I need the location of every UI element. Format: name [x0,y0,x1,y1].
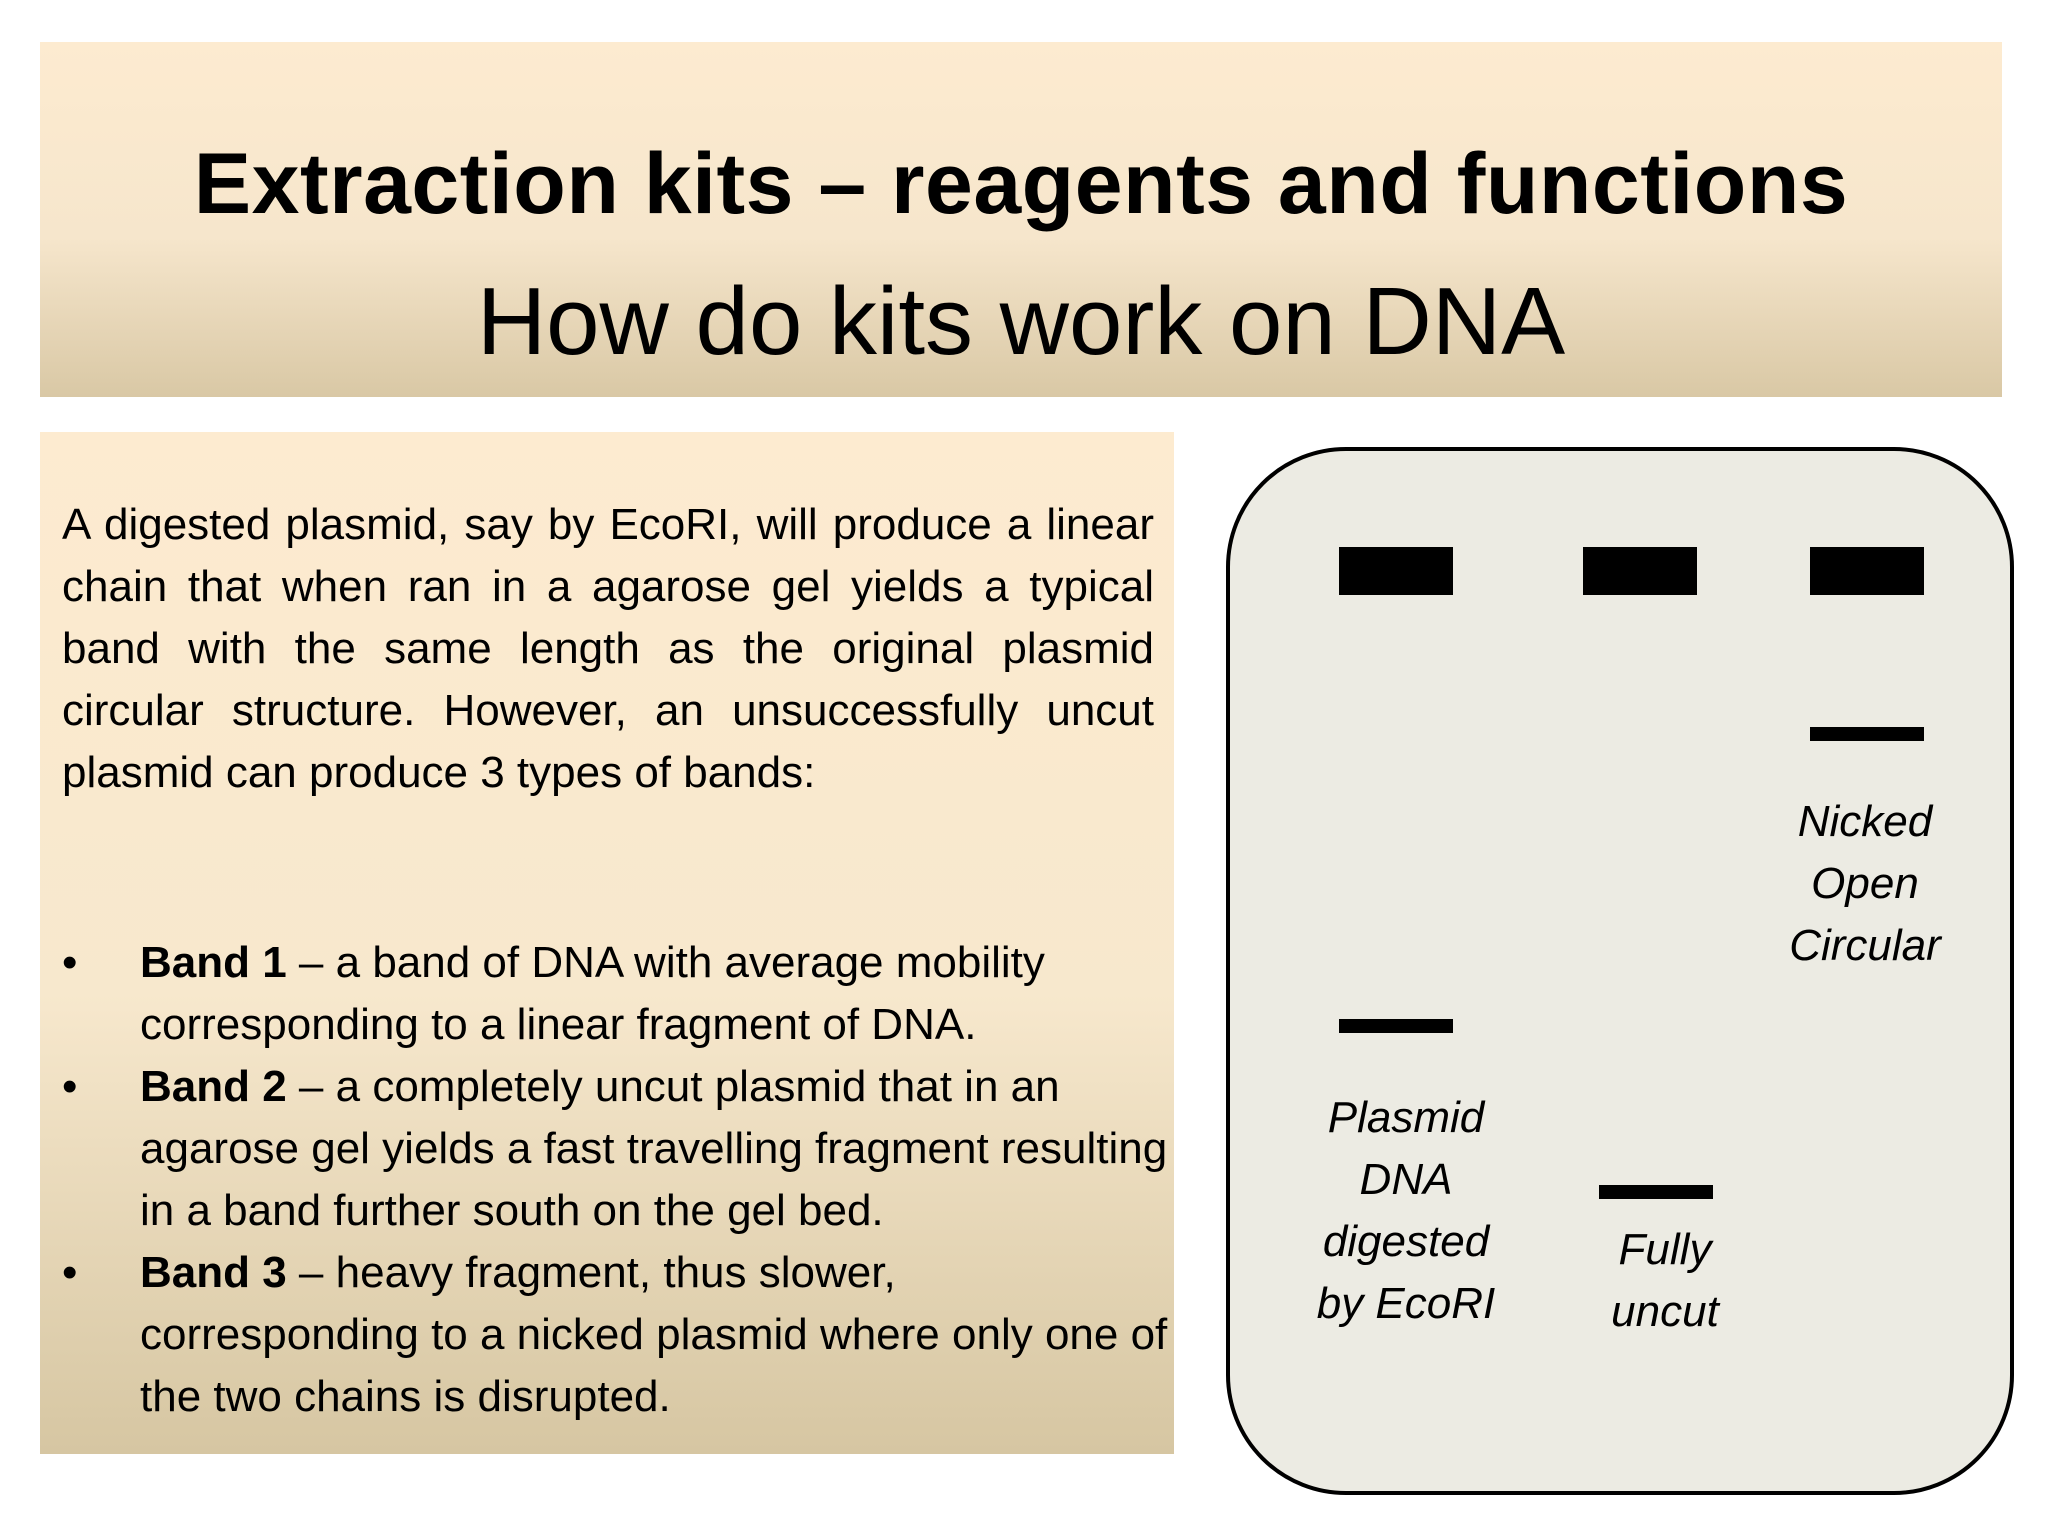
band-digested-linear [1339,1019,1453,1033]
bullet-icon: • [62,1248,78,1297]
label-fully-uncut: Fully uncut [1611,1225,1719,1336]
band-description: – heavy fragment, thus slower, correspon… [140,1248,1168,1421]
intro-paragraph: A digested plasmid, say by EcoRI, will p… [62,500,1154,797]
bullet-icon: • [62,1062,78,1111]
band-list: • Band 1 – a band of DNA with average mo… [62,932,1172,1428]
list-item: • Band 3 – heavy fragment, thus slower, … [62,1242,1172,1428]
list-item: • Band 1 – a band of DNA with average mo… [62,932,1172,1056]
text-panel: A digested plasmid, say by EcoRI, will p… [40,432,1174,1454]
band-fully-uncut [1599,1185,1713,1199]
band-nicked-open-circular [1810,727,1924,741]
band-term: Band 1 [140,938,287,987]
gel-diagram: Nicked Open Circular Plasmid DNA digeste… [1226,447,2014,1495]
band-term: Band 2 [140,1062,287,1111]
band-description: – a band of DNA with average mobility co… [140,938,1045,1049]
well-lane-2 [1583,547,1697,595]
slide-title: Extraction kits – reagents and functions [193,136,1849,232]
well-lane-3 [1810,547,1924,595]
label-nicked-open-circular: Nicked Open Circular [1789,797,1941,970]
slide-subtitle: How do kits work on DNA [476,268,1566,375]
label-plasmid-digested: Plasmid DNA digested by EcoRI [1316,1093,1496,1328]
band-description: – a completely uncut plasmid that in an … [140,1062,1168,1235]
well-lane-1 [1339,547,1453,595]
list-item: • Band 2 – a completely uncut plasmid th… [62,1056,1172,1242]
slide-header: Extraction kits – reagents and functions… [40,42,2002,397]
bullet-icon: • [62,938,78,987]
band-term: Band 3 [140,1248,287,1297]
